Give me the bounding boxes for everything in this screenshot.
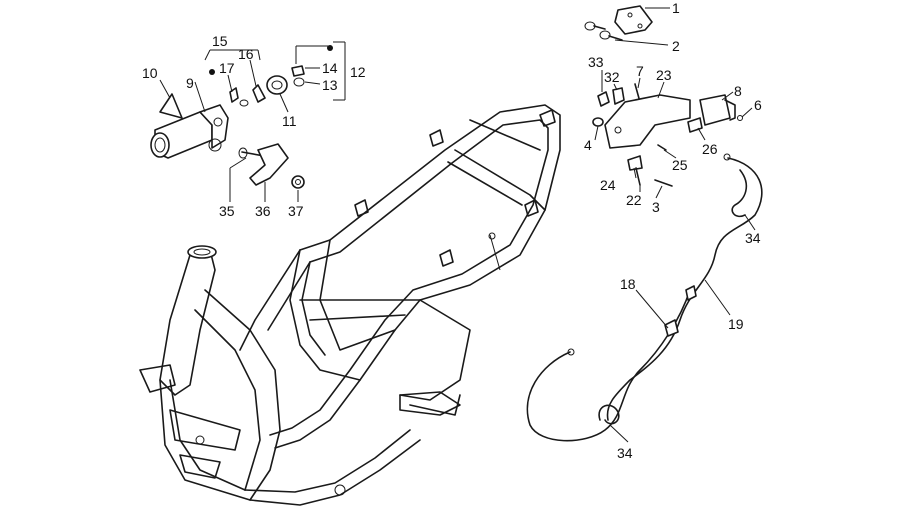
callout-33: 33: [588, 54, 604, 70]
callout-34-lower: 34: [617, 445, 633, 461]
callout-6: 6: [754, 97, 762, 113]
callout-16: 16: [238, 46, 254, 62]
callout-26: 26: [702, 141, 718, 157]
callout-36: 36: [255, 203, 271, 219]
callout-11: 11: [282, 113, 297, 129]
callout-23: 23: [656, 67, 672, 83]
callout-34-upper: 34: [745, 230, 761, 246]
callout-labels: 1 2 33 32 7 23 8 6 26 4 25 24 22 3 34 18…: [142, 0, 762, 461]
cables: [526, 153, 763, 442]
callout-32: 32: [604, 69, 620, 85]
callout-25: 25: [672, 157, 688, 173]
callout-3: 3: [652, 199, 660, 215]
callout-17: 17: [219, 60, 235, 76]
callout-7: 7: [636, 63, 644, 79]
callout-1: 1: [672, 0, 680, 16]
callout-10: 10: [142, 65, 158, 81]
seat-lock-assembly: [584, 5, 743, 187]
callout-22: 22: [626, 192, 642, 208]
callout-15: 15: [212, 33, 228, 49]
callout-37: 37: [288, 203, 304, 219]
leader-lines: [159, 7, 756, 443]
ignition-switch-assembly: [150, 45, 333, 159]
callout-24: 24: [600, 177, 616, 193]
callout-13: 13: [322, 77, 338, 93]
callout-19: 19: [728, 316, 744, 332]
callout-9: 9: [186, 75, 194, 91]
scooter-frame: [139, 104, 561, 506]
callout-14: 14: [322, 60, 338, 76]
callout-2: 2: [672, 38, 680, 54]
callout-35: 35: [219, 203, 235, 219]
callout-18: 18: [620, 276, 636, 292]
callout-8: 8: [734, 83, 742, 99]
callout-12: 12: [350, 64, 366, 80]
callout-4: 4: [584, 137, 592, 153]
bracket-bolt-assembly: [238, 143, 305, 189]
